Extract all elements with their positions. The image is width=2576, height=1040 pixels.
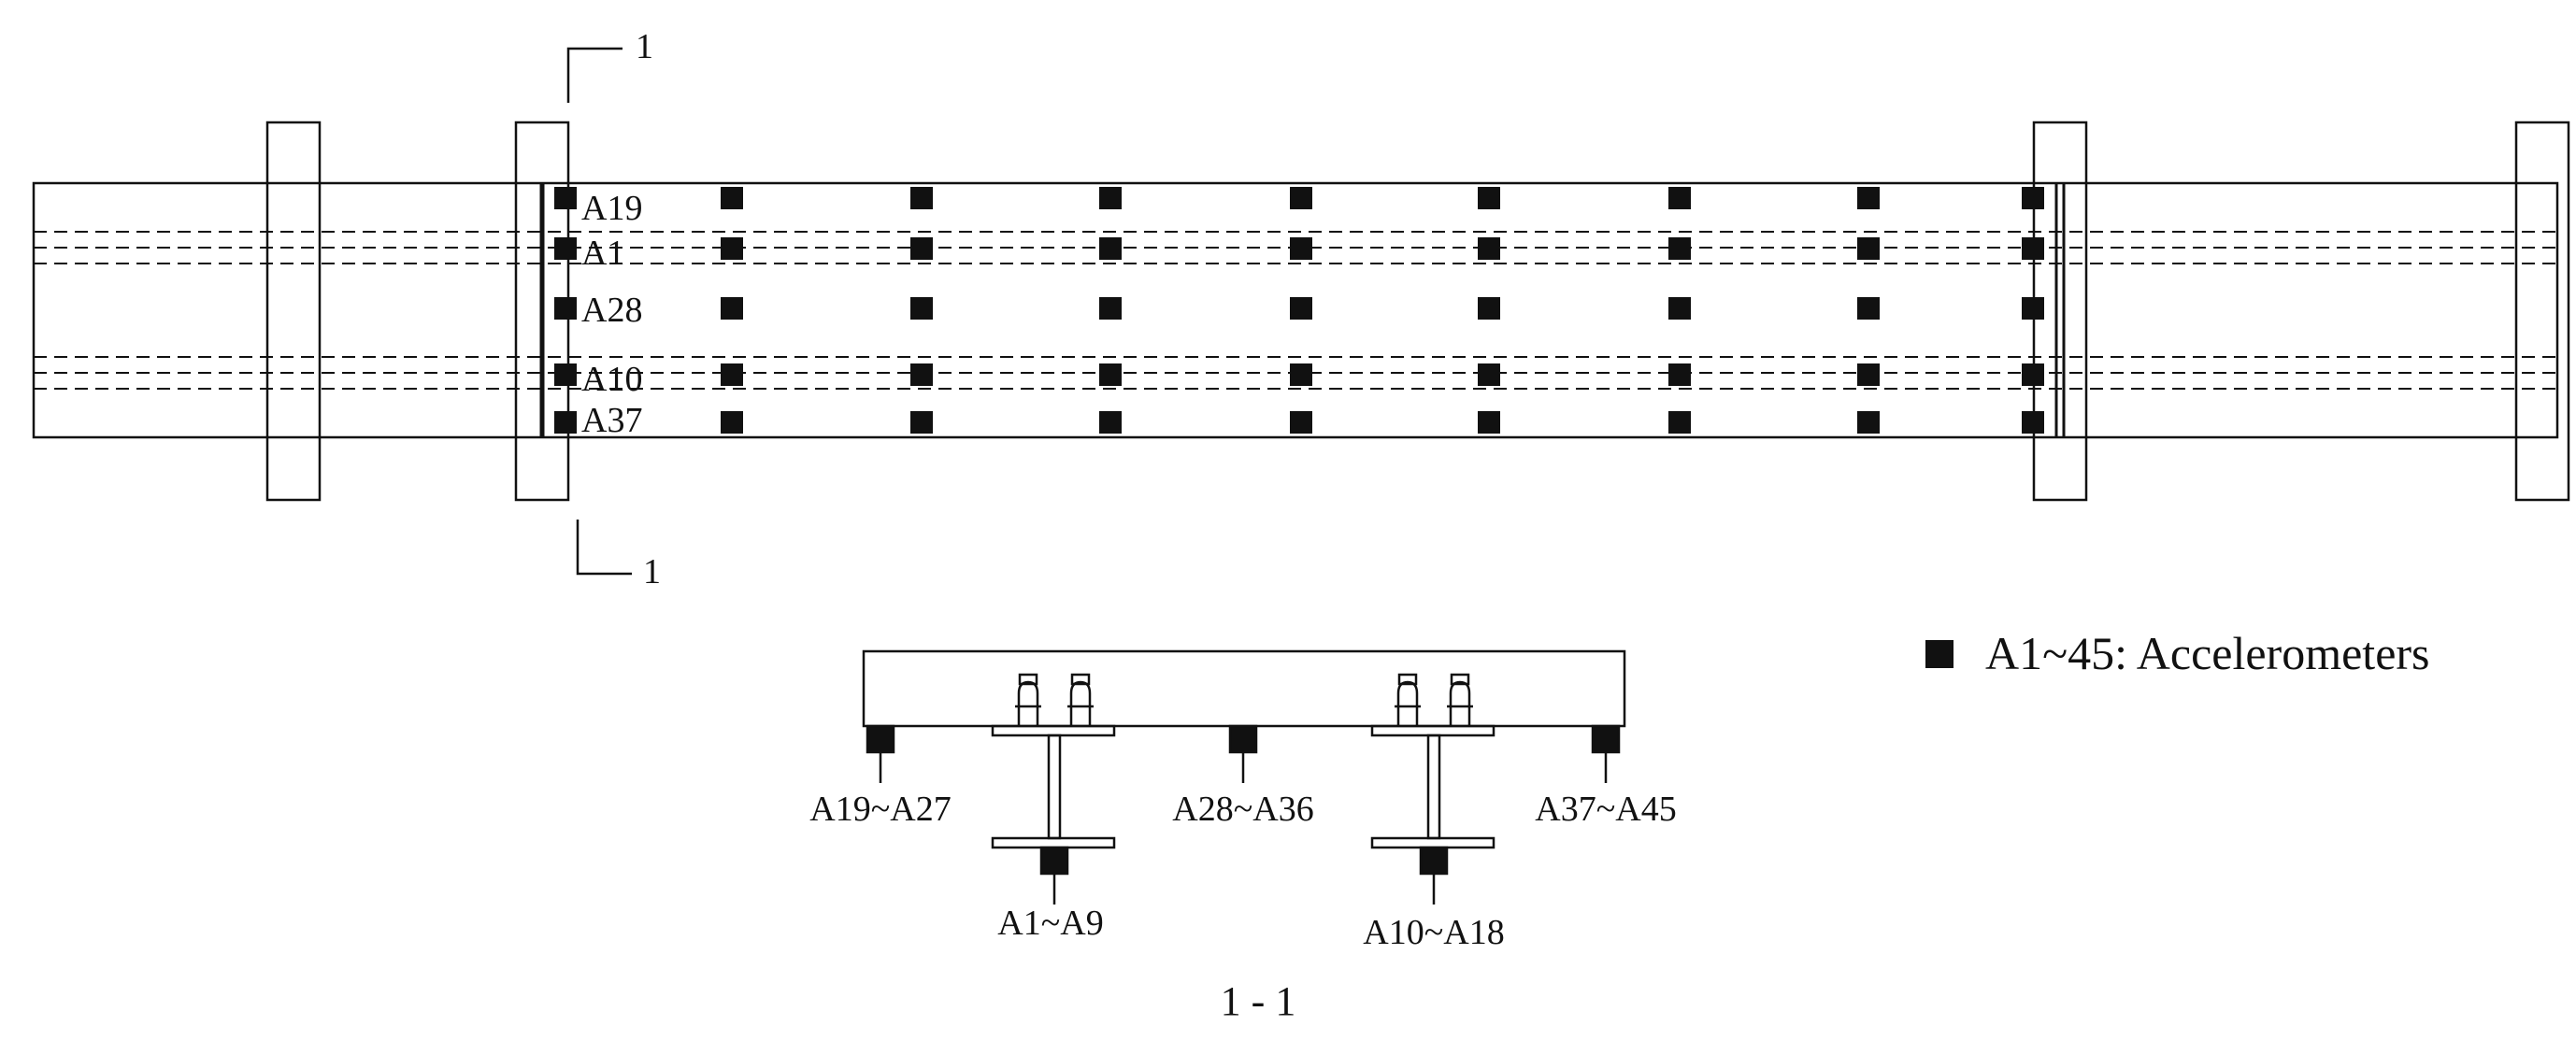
sensor-range-label: A37~A45 — [1535, 790, 1676, 829]
section-cut-line — [566, 47, 623, 103]
accelerometer-marker — [2022, 237, 2044, 260]
accelerometer-marker — [1290, 297, 1312, 320]
accelerometer-marker — [1857, 411, 1880, 434]
legend-accelerometer-marker — [1925, 640, 1953, 668]
shear-stud — [1017, 680, 1039, 726]
accelerometer-marker — [554, 297, 577, 320]
accelerometer-marker — [1591, 724, 1621, 754]
plan-row-labels: A19 A1 A28 A10 A37 — [581, 189, 642, 440]
shear-stud-head — [1450, 673, 1470, 686]
section-sensors — [866, 724, 1621, 905]
accelerometer-marker — [554, 411, 577, 434]
accelerometer-marker — [1419, 846, 1449, 876]
accelerometer-marker — [1290, 237, 1312, 260]
accelerometer-marker — [721, 411, 743, 434]
girder-bottom-flange — [1370, 836, 1496, 849]
accelerometer-marker — [721, 297, 743, 320]
sensor-range-label: A28~A36 — [1172, 790, 1313, 829]
accelerometer-marker — [1478, 297, 1500, 320]
sensor-range-label: A19~A27 — [809, 790, 951, 829]
accelerometer-marker — [554, 237, 577, 260]
accelerometer-marker — [910, 363, 933, 386]
accelerometer-marker — [866, 724, 895, 754]
accelerometer-marker — [1478, 237, 1500, 260]
section-cut-label: 1 — [643, 552, 661, 591]
row-label: A10 — [581, 360, 642, 399]
accelerometer-marker — [910, 237, 933, 260]
section-cut-mark-top: 1 — [566, 27, 653, 103]
accelerometer-marker — [1228, 724, 1258, 754]
accelerometer-marker — [1857, 187, 1880, 209]
accelerometer-marker — [1668, 237, 1691, 260]
accelerometer-marker — [1478, 187, 1500, 209]
accelerometer-marker — [2022, 297, 2044, 320]
girder-web — [1426, 734, 1441, 840]
section-cut-label: 1 — [636, 27, 653, 66]
legend-label: A1~45: Accelerometers — [1985, 627, 2430, 679]
row-label: A1 — [581, 234, 624, 273]
girder-top-flange — [1370, 724, 1496, 737]
accelerometer-marker — [1668, 411, 1691, 434]
accelerometer-marker — [721, 363, 743, 386]
shear-stud-head — [1397, 673, 1418, 686]
section-view — [862, 649, 1626, 849]
section-cut-mark-bottom: 1 — [576, 520, 661, 591]
row-label: A37 — [581, 401, 642, 440]
accelerometer-marker — [910, 187, 933, 209]
shear-stud — [1449, 680, 1471, 726]
legend: A1~45: Accelerometers — [1925, 627, 2430, 679]
sensor-range-label: A1~A9 — [997, 904, 1103, 943]
accelerometer-marker — [2022, 187, 2044, 209]
girder-web — [1047, 734, 1062, 840]
accelerometer-marker — [554, 363, 577, 386]
deck-outline — [32, 181, 2559, 439]
plan-sensor-grid — [554, 187, 2044, 434]
girder-top-flange — [991, 724, 1116, 737]
accelerometer-marker — [1099, 411, 1122, 434]
deck-slab — [862, 649, 1626, 728]
accelerometer-marker — [910, 297, 933, 320]
accelerometer-marker — [1857, 363, 1880, 386]
accelerometer-marker — [1290, 187, 1312, 209]
sensor-range-label: A10~A18 — [1363, 913, 1504, 952]
girder-lines — [34, 231, 2557, 390]
section-caption: 1 - 1 — [1221, 978, 1296, 1024]
row-label: A19 — [581, 189, 642, 228]
accelerometer-marker — [1039, 846, 1069, 876]
accelerometer-marker — [1099, 187, 1122, 209]
accelerometer-marker — [721, 187, 743, 209]
section-sensor-labels: A19~A27 A28~A36 A37~A45 A1~A9 A10~A18 — [809, 790, 1676, 952]
accelerometer-marker — [2022, 411, 2044, 434]
accelerometer-marker — [1099, 363, 1122, 386]
accelerometer-marker — [1099, 237, 1122, 260]
steel-girder-left — [991, 673, 1116, 849]
girder-bottom-flange — [991, 836, 1116, 849]
accelerometer-marker — [1857, 237, 1880, 260]
accelerometer-marker — [1478, 411, 1500, 434]
accelerometer-marker — [910, 411, 933, 434]
accelerometer-marker — [1668, 187, 1691, 209]
accelerometer-marker — [2022, 363, 2044, 386]
accelerometer-marker — [1099, 297, 1122, 320]
accelerometer-marker — [1478, 363, 1500, 386]
accelerometer-marker — [721, 237, 743, 260]
accelerometer-marker — [1668, 363, 1691, 386]
shear-stud — [1069, 680, 1092, 726]
shear-stud — [1396, 680, 1419, 726]
accelerometer-marker — [554, 187, 577, 209]
shear-stud-head — [1070, 673, 1091, 686]
steel-girder-right — [1370, 673, 1496, 849]
plan-view — [32, 121, 2570, 502]
accelerometer-marker — [1668, 297, 1691, 320]
section-cut-line — [576, 520, 632, 576]
shear-stud-head — [1018, 673, 1038, 686]
pier-cap — [2514, 121, 2570, 502]
accelerometer-marker — [1290, 363, 1312, 386]
accelerometer-marker — [1857, 297, 1880, 320]
accelerometer-marker — [1290, 411, 1312, 434]
pier-cap — [265, 121, 322, 502]
row-label: A28 — [581, 291, 642, 330]
